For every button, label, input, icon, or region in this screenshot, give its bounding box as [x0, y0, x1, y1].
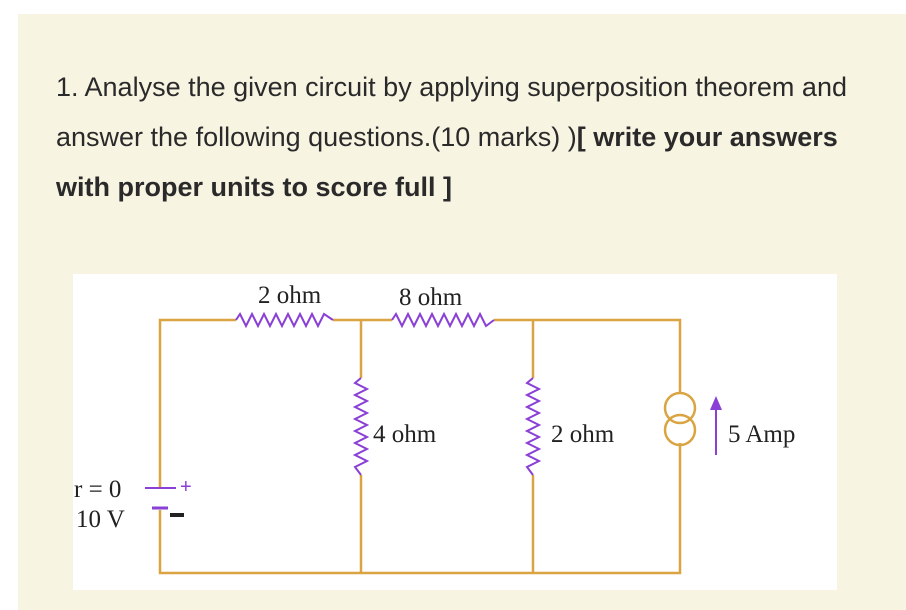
r2-label: 8 ohm [399, 284, 463, 311]
circuit-image [73, 274, 837, 590]
question-bold: [ write your answers with proper units t… [56, 122, 838, 202]
resistor-2ohm-top [235, 311, 334, 329]
question-text: 1. Analyse the given circuit by applying… [56, 62, 876, 212]
r4-label: 2 ohm [551, 421, 615, 448]
wires [158, 318, 697, 575]
r3-label: 4 ohm [373, 421, 437, 448]
question-plain: 1. Analyse the given circuit by applying… [56, 72, 847, 152]
battery-voltage-label: 10 V [76, 506, 125, 533]
current-arrow-icon [710, 396, 722, 410]
current-source-circle-top [663, 391, 697, 425]
plus-sign: + [180, 476, 192, 498]
minus-sign [170, 513, 184, 517]
current-source-label: 5 Amp [728, 421, 795, 448]
resistor-8ohm [391, 311, 495, 329]
resistor-4ohm [352, 377, 370, 476]
resistor-2ohm-vertical [524, 377, 542, 476]
current-source-circle-bottom [663, 413, 697, 447]
r1-label: 2 ohm [258, 282, 322, 309]
battery-resistance-label: r = 0 [74, 476, 121, 503]
